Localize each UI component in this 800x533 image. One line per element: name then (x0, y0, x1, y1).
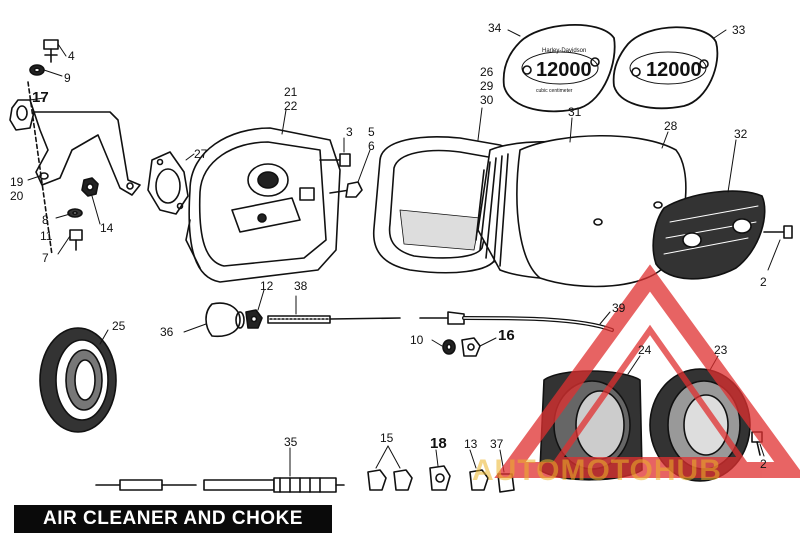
label-14: 14 (100, 221, 114, 235)
filter-23-part (649, 368, 751, 482)
label-35: 35 (284, 435, 298, 449)
label-5: 5 (368, 125, 375, 139)
label-22: 22 (284, 99, 298, 113)
label-2-top: 2 (760, 275, 767, 289)
finned-plate-32-part (652, 190, 793, 280)
gasket-27-part (147, 151, 189, 215)
washer-10-part (442, 339, 456, 355)
label-23: 23 (714, 343, 728, 357)
bracket-17-part (9, 81, 141, 256)
filter-roll-25-part (39, 327, 117, 433)
label-12: 12 (260, 279, 274, 293)
label-30: 30 (480, 93, 494, 107)
badge-right-number: 12000 (646, 59, 702, 81)
nut-16-part (461, 337, 481, 357)
label-4: 4 (68, 49, 75, 63)
label-32: 32 (734, 127, 748, 141)
label-16: 16 (498, 327, 515, 344)
label-11: 11 (40, 229, 53, 243)
cable-35-part (95, 477, 345, 493)
label-21: 21 (284, 85, 298, 99)
label-39: 39 (612, 301, 626, 315)
label-9: 9 (64, 71, 71, 85)
label-33: 33 (732, 23, 746, 37)
label-24: 24 (638, 343, 652, 357)
label-17: 17 (32, 89, 49, 106)
label-7: 7 (42, 251, 49, 265)
badge-left-number: 12000 (536, 59, 592, 81)
label-2-bottom: 2 (760, 457, 767, 471)
leader-lines (27, 29, 781, 477)
label-38: 38 (294, 279, 308, 293)
washer-9-part (29, 64, 45, 76)
washer-8-part (67, 208, 83, 218)
label-6: 6 (368, 139, 375, 153)
label-15: 15 (380, 431, 394, 445)
badge-left-top-text: Harley-Davidson (542, 48, 586, 54)
badge-34-part (502, 23, 616, 113)
label-25: 25 (112, 319, 126, 333)
label-36: 36 (160, 325, 174, 339)
nut-14-part (81, 177, 99, 197)
nut-13-part (469, 469, 489, 491)
label-3: 3 (346, 125, 353, 139)
label-31: 31 (568, 105, 582, 119)
nut-12-part (245, 309, 263, 329)
label-20: 20 (10, 189, 24, 203)
label-28: 28 (664, 119, 678, 133)
bolt-5-part (329, 181, 363, 198)
label-18: 18 (430, 435, 447, 452)
label-10: 10 (410, 333, 424, 347)
label-19: 19 (10, 175, 24, 189)
choke-knob-36-part (205, 302, 245, 338)
watermark-text: AUTOMOTOHUB (472, 454, 722, 487)
bolt-4-part (43, 39, 59, 63)
backing-plate-21-part (185, 127, 341, 283)
nut-18-part (429, 465, 451, 491)
watermark-logo (494, 264, 800, 478)
badge-33-part (612, 26, 719, 110)
label-34: 34 (488, 21, 502, 35)
label-29: 29 (480, 79, 494, 93)
choke-cable-38-part (267, 311, 614, 332)
screw-3-part (319, 153, 351, 167)
label-26: 26 (480, 65, 494, 79)
badge-left-bottom-text: cubic centimeter (536, 88, 573, 94)
label-27: 27 (194, 147, 208, 161)
label-8: 8 (42, 213, 49, 227)
screw-7-part (69, 229, 83, 251)
nuts-15-part (367, 469, 413, 491)
label-37: 37 (490, 437, 504, 451)
label-13: 13 (464, 437, 478, 451)
diagram-title: AIR CLEANER AND CHOKE (14, 505, 332, 533)
